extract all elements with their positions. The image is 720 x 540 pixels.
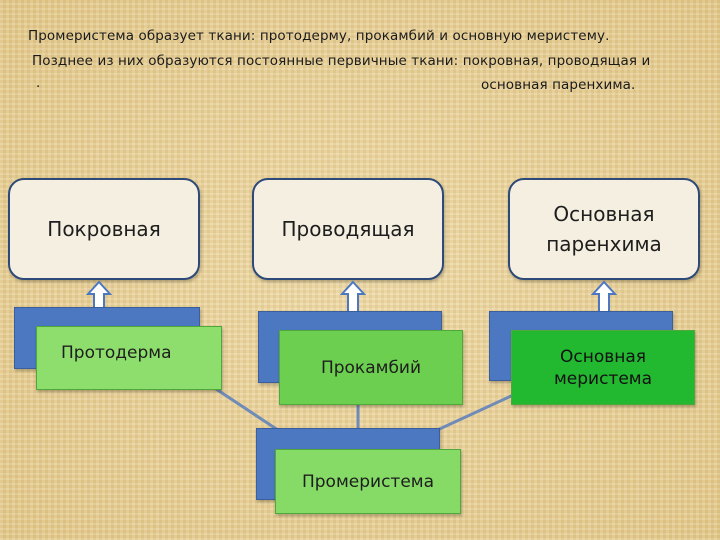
intro-dot: . (36, 75, 41, 91)
meristem-label: Прокамбий (320, 357, 422, 378)
meristem-label: Протодерма (61, 343, 172, 363)
tissue-box-pokrovnaya: Покровная (8, 178, 200, 280)
intro-line-3: основная паренхима. (481, 77, 636, 93)
tissue-label: Покровная (47, 217, 161, 241)
root-label: Промеристема (301, 471, 435, 492)
tissue-label: Основная паренхима (546, 202, 662, 256)
meristem-box-prokambiy: Прокамбий (279, 330, 463, 405)
tissue-box-osnovnaya-parenhima: Основная паренхима (508, 178, 700, 280)
tissue-label: Проводящая (281, 217, 415, 241)
meristem-label: Основная меристема (553, 346, 653, 389)
tissue-box-provodyashchaya: Проводящая (252, 178, 444, 280)
meristem-box-osnovnaya-meristema: Основная меристема (511, 330, 695, 405)
meristem-box-protoderma: Протодерма (36, 326, 222, 390)
intro-line-2: Позднее из них образуются постоянные пер… (32, 53, 651, 69)
root-box-promeristema: Промеристема (275, 449, 461, 514)
intro-line-1: Промеристема образует ткани: протодерму,… (28, 28, 610, 44)
